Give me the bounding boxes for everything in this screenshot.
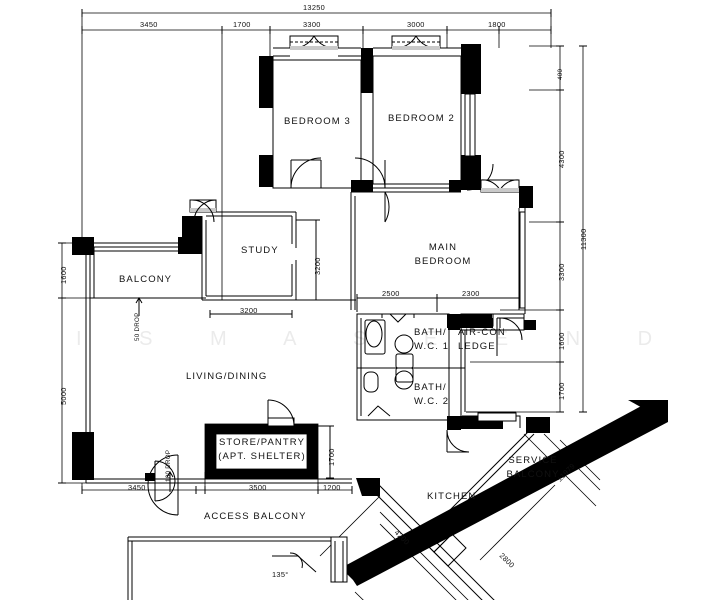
dimension-drop-50: 50 DROP: [134, 312, 141, 341]
room-label-air-con-ledge-line1: AIR-CON: [458, 327, 506, 338]
dimension-right-1700: 1700: [557, 382, 566, 400]
dimension-right-3300: 3300: [557, 263, 566, 281]
dimension-left-1600: 1600: [59, 266, 68, 284]
dimension-top-3300: 3300: [303, 20, 321, 29]
dimension-angle-135: 135°: [272, 570, 289, 579]
room-label-service-balcony-line2: BALCONY: [506, 469, 560, 480]
room-label-bedroom-2: BEDROOM 2: [388, 113, 455, 124]
room-label-access-balcony: ACCESS BALCONY: [204, 511, 307, 522]
room-label-store-pantry-line1: STORE/PANTRY: [218, 437, 306, 448]
room-label-kitchen: KITCHEN: [427, 491, 477, 502]
watermark-text: I S M A S E E N D E S I G N: [76, 328, 710, 350]
dimension-top-1800: 1800: [488, 20, 506, 29]
dimension-drop-100: 100 DROP: [165, 449, 172, 482]
dimension-study-height: 3200: [313, 257, 322, 275]
room-label-main-bedroom-line1: MAIN: [428, 242, 458, 253]
room-label-living-dining: LIVING/DINING: [186, 371, 268, 382]
room-label-store-pantry-line2: (APT. SHELTER): [218, 451, 306, 462]
dimension-main-bedroom-2300: 2300: [462, 289, 480, 298]
dimension-top-3450: 3450: [140, 20, 158, 29]
dimension-top-1700: 1700: [233, 20, 251, 29]
dimension-left-5000: 5000: [59, 387, 68, 405]
dimension-right-4300: 4300: [557, 150, 566, 168]
dimension-bottom-1200: 1200: [323, 483, 341, 492]
dimension-bottom-3450: 3450: [128, 483, 146, 492]
room-label-balcony: BALCONY: [119, 274, 173, 285]
room-label-bath-wc-1-line2: W.C. 1: [414, 341, 450, 352]
room-label-bath-wc-2-line2: W.C. 2: [414, 396, 450, 407]
dimension-bottom-3500: 3500: [249, 483, 267, 492]
room-label-service-balcony-line1: SERVICE: [508, 455, 558, 466]
dimension-study-width: 3200: [240, 306, 258, 315]
dimension-top-overall: 13250: [303, 3, 326, 12]
room-label-study: STUDY: [241, 245, 279, 256]
dimension-main-bedroom-2500: 2500: [382, 289, 400, 298]
dimension-store-height: 1700: [327, 448, 336, 466]
room-label-main-bedroom-line2: BEDROOM: [414, 256, 472, 267]
room-label-bath-wc-2-line1: BATH/: [414, 382, 447, 393]
dimension-right-overall: 11300: [579, 228, 588, 250]
room-label-bath-wc-1-line1: BATH/: [414, 327, 447, 338]
dimension-top-3000: 3000: [407, 20, 425, 29]
dimension-right-400: 400: [557, 68, 564, 80]
dimension-right-1600: 1600: [557, 332, 566, 350]
room-label-air-con-ledge-line2: LEDGE: [458, 341, 496, 352]
room-label-bedroom-3: BEDROOM 3: [284, 116, 351, 127]
